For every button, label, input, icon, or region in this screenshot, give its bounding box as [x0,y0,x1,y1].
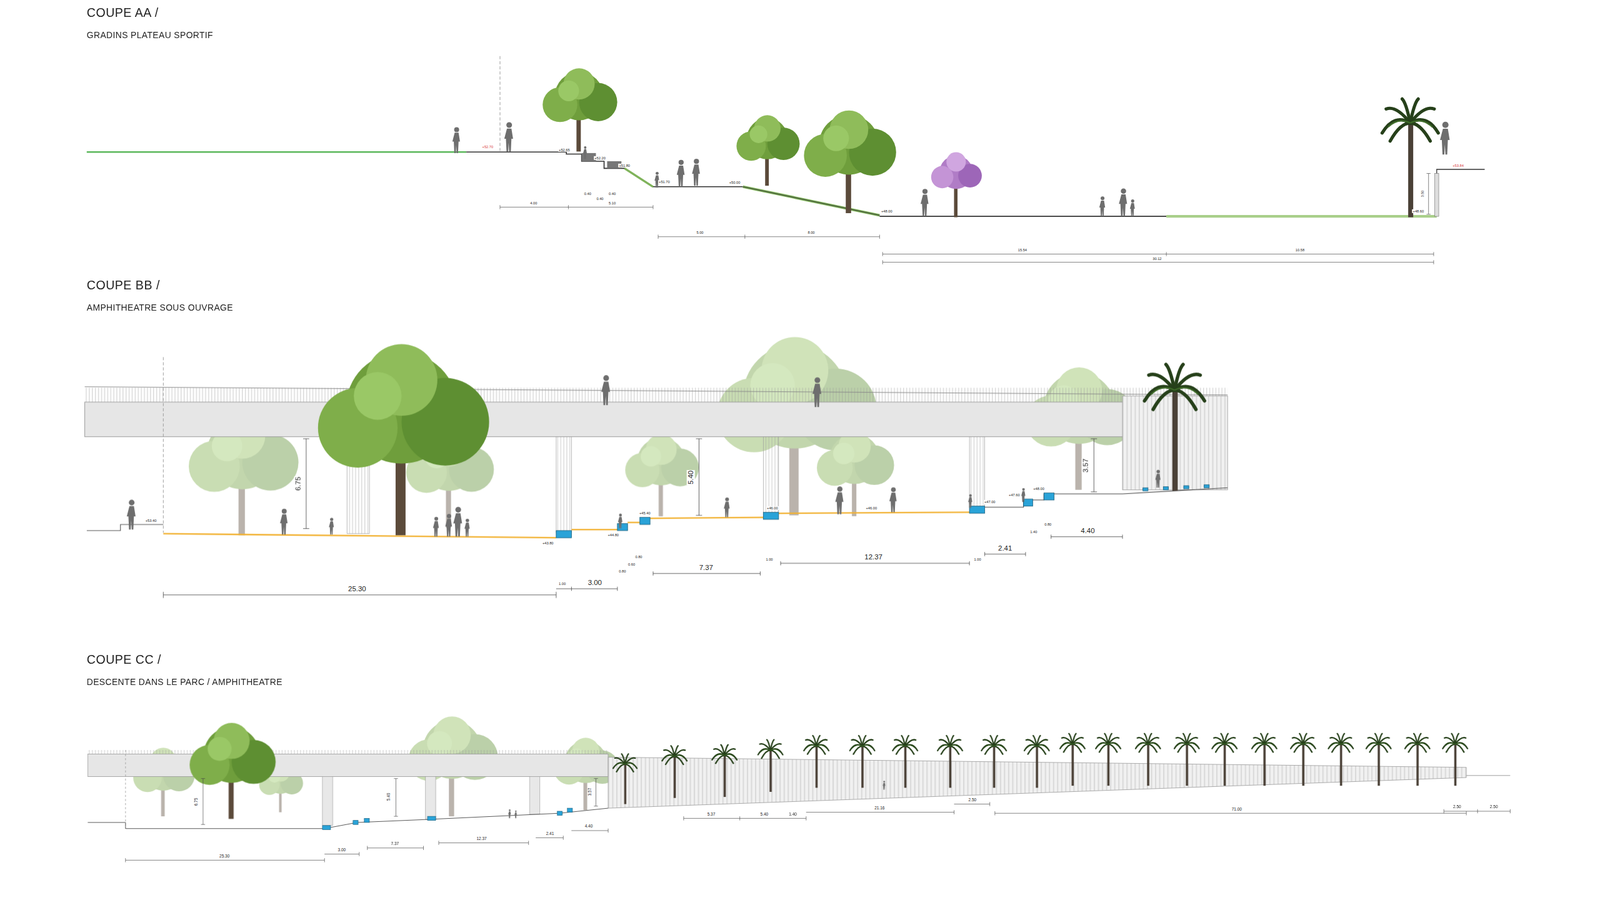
dimension-label: 5.10 [608,201,617,205]
dimension-label: 7.37 [698,563,714,572]
elevation-label: +45.40 [638,511,652,515]
dimension-label: 12.37 [863,553,884,562]
section-title: COUPE AA / [86,6,159,20]
elevation-label: +44.80 [606,532,620,537]
dimension-label: 12.37 [475,836,487,841]
dimension-label: 0.80 [1043,522,1052,527]
dimension-label: 25.30 [218,853,230,859]
dimension-label: 6.75 [293,476,302,492]
dimension-label: 25.30 [347,585,367,594]
dimension-label: 71.00 [1231,806,1243,812]
dimension-label: 0.60 [627,562,636,567]
elevation-label: +53.84 [1451,163,1465,167]
dimension-label: 5.40 [386,792,391,802]
dimension-label: 5.40 [686,470,695,485]
elevation-label: +51.80 [618,163,631,167]
dimension-label: 3.00 [337,847,347,852]
dimension-label: 0.40 [608,191,617,196]
elevation-label: +50.00 [728,180,742,185]
dimension-label: 5.37 [706,811,717,817]
elevation-label: +43.80 [541,540,555,545]
dimension-label: 2.41 [545,831,555,836]
elevation-label: +48.00 [880,209,894,214]
dimension-label: 0.40 [595,196,604,201]
dimension-label: 3.00 [587,578,603,587]
dimension-label: 10.58 [1295,248,1305,252]
elevation-label: +47.00 [983,500,997,504]
section-subtitle: GRADINS PLATEAU SPORTIF [86,30,214,40]
dimension-label: 1.40 [788,811,798,817]
section-subtitle: DESCENTE DANS LE PARC / AMPHITHEATRE [86,678,283,688]
dimension-label: 2.50 [968,797,978,802]
section-cc [87,716,1510,862]
dimension-label: 3.57 [1081,457,1090,473]
dimension-label: 2.41 [997,543,1013,552]
dimension-label: 4.40 [1080,526,1095,535]
dimension-label: 5.40 [760,811,770,817]
dimension-label: 0.80 [634,555,643,559]
elevation-label: +46.00 [766,506,779,510]
dimension-label: 2.50 [1452,804,1462,809]
dimension-label: 2.50 [1489,804,1499,809]
dimension-label: 4.00 [529,201,538,205]
elevation-label: +46.00 [865,506,878,510]
elevation-label: +52.65 [558,148,571,152]
elevation-label: +51.70 [658,179,671,184]
elevation-label: +52.20 [593,156,607,160]
elevation-label: +48.00 [1032,486,1045,491]
dimension-label: 7.37 [390,841,400,847]
elevation-label: +48.60 [1412,209,1425,214]
dimension-label: 1.40 [1029,529,1038,534]
elevation-label: +52.70 [481,145,495,149]
elevation-label: +47.60 [1008,493,1021,497]
dimension-label: 1.00 [973,557,982,562]
dimension-label: 4.40 [584,824,594,829]
dimension-label: 5.00 [695,230,704,235]
section-title: COUPE CC / [86,653,162,668]
dimension-label: 21.16 [873,806,885,811]
dimension-label: 1.00 [765,557,774,562]
dimension-label: 15.54 [1017,248,1028,252]
dimension-label: 6.75 [193,797,199,807]
dimension-label: 0.80 [618,569,627,574]
dimension-label: 30.12 [1151,256,1162,261]
dimension-label: 1.00 [558,581,567,586]
section-aa [86,56,1485,265]
dimension-label: 8.00 [806,230,815,235]
dimension-label: 0.40 [583,191,592,196]
dimension-label: 3.57 [587,787,592,797]
section-bb [85,336,1229,599]
elevation-label: +53.40 [145,518,158,523]
section-subtitle: AMPHITHEATRE SOUS OUVRAGE [86,303,234,313]
section-title: COUPE BB / [86,278,160,293]
dimension-label: 3.50 [1420,190,1425,199]
